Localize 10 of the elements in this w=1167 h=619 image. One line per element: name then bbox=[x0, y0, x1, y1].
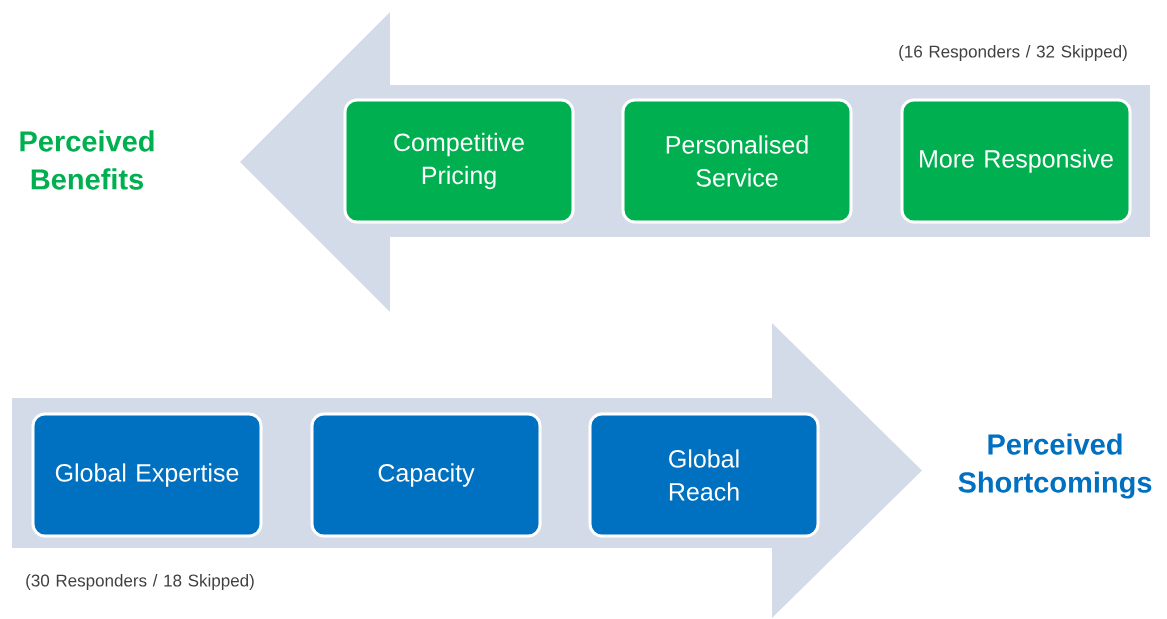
text-box: Personalised Service bbox=[621, 98, 853, 224]
text-box: Capacity bbox=[310, 412, 542, 538]
text-box: Global Expertise bbox=[31, 412, 263, 538]
label: Perceived Shortcomings bbox=[958, 433, 1152, 499]
label: Perceived Benefits bbox=[20, 130, 154, 190]
text-box: More Responsive bbox=[900, 98, 1132, 224]
text-box: Global Reach bbox=[588, 412, 820, 538]
text-box: Competitive Pricing bbox=[343, 98, 575, 224]
label: (30 Responders / 18 Skipped) bbox=[26, 574, 254, 590]
label: (16 Responders / 32 Skipped) bbox=[899, 45, 1127, 61]
